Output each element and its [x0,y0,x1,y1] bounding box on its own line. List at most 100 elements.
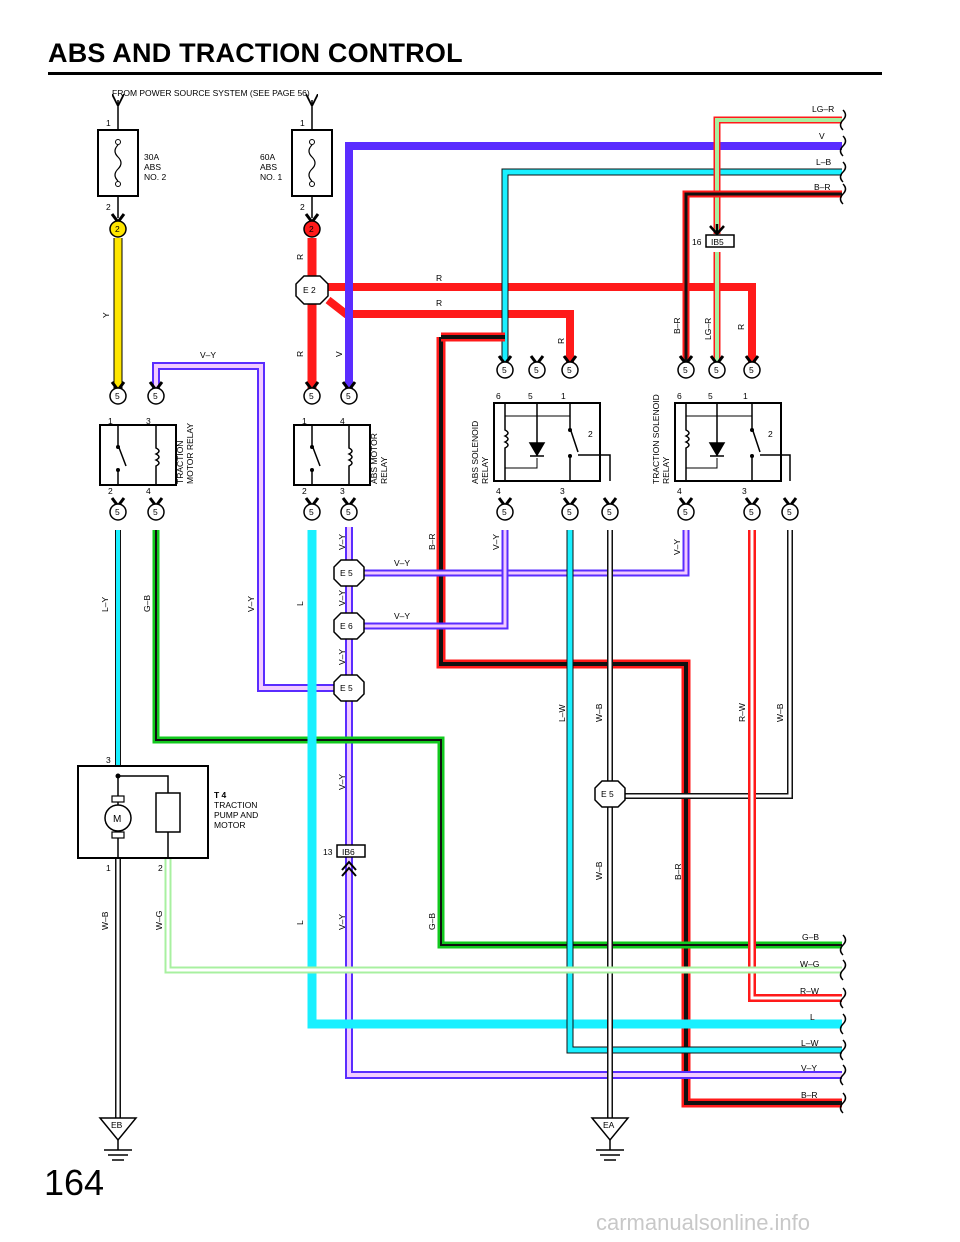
svg-text:ABS: ABS [260,162,277,172]
svg-text:IB6: IB6 [342,847,355,857]
svg-text:5: 5 [607,507,612,517]
svg-text:L: L [295,920,305,925]
svg-text:V–Y: V–Y [246,596,256,612]
svg-text:5: 5 [749,365,754,375]
connector-5: 5 [601,497,619,521]
title-rule [48,72,882,75]
svg-text:E 5: E 5 [340,568,353,578]
svg-text:16: 16 [692,237,702,247]
wire-br-top [682,190,842,368]
svg-text:2: 2 [106,202,111,212]
svg-text:PUMP AND: PUMP AND [214,810,258,820]
svg-text:E 6: E 6 [340,621,353,631]
fuse-30a: 1 2 30A ABS NO. 2 2 [97,100,166,238]
svg-text:V–Y: V–Y [337,534,347,550]
connector-5: 5 [496,355,514,379]
power-source-note: FROM POWER SOURCE SYSTEM (SEE PAGE 56) [112,88,310,98]
wires [113,116,842,1118]
svg-text:E 5: E 5 [340,683,353,693]
svg-text:E 2: E 2 [303,285,316,295]
wire-gb [152,530,842,949]
connector-5: 5 [147,497,165,521]
svg-text:W–B: W–B [594,703,604,722]
svg-text:V–Y: V–Y [337,774,347,790]
svg-text:EA: EA [603,1120,615,1130]
connector-5: 5 [340,381,358,405]
svg-text:W–B: W–B [100,911,110,930]
svg-text:R: R [556,338,566,344]
ground-eb: EB [98,1117,138,1161]
svg-text:LG–R: LG–R [703,318,713,340]
svg-text:V–Y: V–Y [394,611,410,621]
svg-text:4: 4 [340,416,345,426]
wire-rw [748,530,842,1002]
svg-text:EB: EB [111,1120,123,1130]
ground-ea: EA [590,1117,630,1161]
svg-text:B–R: B–R [672,317,682,334]
fuse-60a: 1 2 60A ABS NO. 1 2 [260,100,333,238]
svg-text:5: 5 [567,365,572,375]
connector-5: 5 [781,497,799,521]
wire-vy [152,362,842,1079]
splice-e5-b: E 5 [333,674,365,702]
svg-text:5: 5 [567,507,572,517]
connector-5: 5 [340,497,358,521]
svg-text:5: 5 [346,507,351,517]
wire-lw [566,530,842,1054]
svg-text:1: 1 [743,391,748,401]
svg-text:V–Y: V–Y [801,1063,817,1073]
svg-text:5: 5 [115,391,120,401]
connector-5: 5 [109,381,127,405]
wire-r [307,238,756,392]
svg-text:V–Y: V–Y [672,539,682,555]
svg-text:B–R: B–R [427,533,437,550]
traction-solenoid-relay: 6 5 1 2 4 3 TRACTION SOLENOID RELAY [651,391,791,496]
svg-text:3: 3 [742,486,747,496]
watermark: carmanualsonline.info [596,1210,811,1235]
connector-5: 5 [561,355,579,379]
abs-solenoid-relay: 6 5 1 2 4 3 ABS SOLENOID RELAY [470,391,611,496]
svg-text:1: 1 [108,416,113,426]
svg-text:1: 1 [106,118,111,128]
svg-text:2: 2 [300,202,305,212]
svg-text:R: R [436,298,442,308]
svg-text:L–W: L–W [557,705,567,722]
svg-text:1: 1 [561,391,566,401]
svg-text:NO. 1: NO. 1 [260,172,282,182]
svg-text:1: 1 [302,416,307,426]
svg-text:LG–R: LG–R [812,104,834,114]
svg-text:4: 4 [146,486,151,496]
svg-text:W–G: W–G [154,911,164,930]
svg-text:NO. 2: NO. 2 [144,172,166,182]
wire-br-loop [436,332,842,1108]
svg-text:5: 5 [528,391,533,401]
wire-lb [501,168,842,368]
splice-e2: E 2 [295,275,329,305]
connector-5: 5 [561,497,579,521]
svg-text:W–G: W–G [800,959,819,969]
connector-5: 5 [677,497,695,521]
svg-text:B–R: B–R [673,863,683,880]
svg-text:V–Y: V–Y [337,649,347,665]
connector-5: 5 [528,355,546,379]
svg-text:5: 5 [714,365,719,375]
splice-e6: E 6 [333,612,365,640]
svg-text:3: 3 [340,486,345,496]
svg-text:L–B: L–B [816,157,831,167]
svg-text:TRACTION: TRACTION [175,441,185,484]
svg-text:G–B: G–B [427,913,437,930]
connector-5: 5 [743,355,761,379]
svg-text:13: 13 [323,847,333,857]
abs-motor-relay: 1 4 2 3 ABS MOTOR RELAY [293,416,389,496]
wire-l [307,530,842,1029]
svg-text:60A: 60A [260,152,275,162]
svg-text:1: 1 [106,863,111,873]
svg-text:5: 5 [309,507,314,517]
svg-text:5: 5 [309,391,314,401]
traction-motor-relay: 1 3 2 4 TRACTION MOTOR RELAY [99,416,195,496]
svg-text:5: 5 [708,391,713,401]
svg-text:B–R: B–R [801,1090,818,1100]
svg-text:2: 2 [158,863,163,873]
